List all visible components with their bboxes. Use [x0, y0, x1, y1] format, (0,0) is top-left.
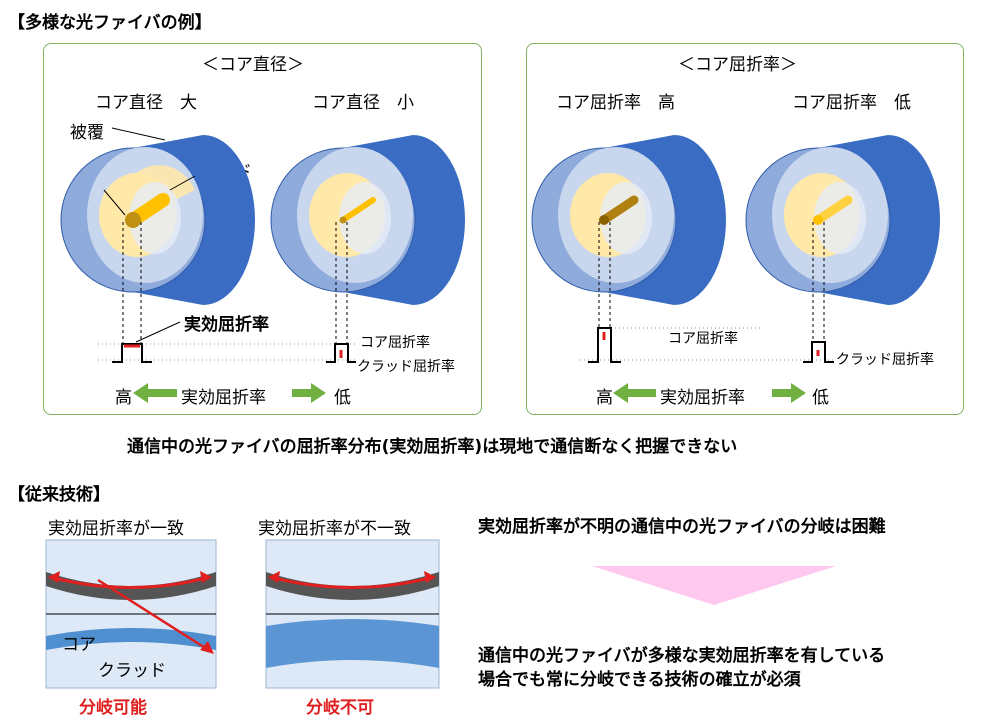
profile-small-core — [326, 343, 356, 363]
arrow-low-left — [292, 383, 326, 403]
requirement-line-1: 通信中の光ファイバが多様な実効屈折率を有している — [478, 646, 886, 666]
label-coating: 被覆 — [70, 123, 104, 143]
problem-statement: 通信中の光ファイバの屈折率分布(実効屈折率)は現地で通信断なく把握できない — [127, 437, 738, 457]
effective-index-leader — [135, 321, 181, 343]
possible-label: 分岐可能 — [79, 698, 147, 718]
scale-label-left: 実効屈折率 — [181, 388, 266, 408]
profile-large-core — [112, 343, 152, 363]
fiber-high-index — [531, 134, 727, 306]
match-title: 実効屈折率が一致 — [48, 519, 184, 539]
core-label-match: コア — [62, 635, 96, 655]
label-clad-index-right: クラッド屈折率 — [836, 352, 934, 368]
fiber-low-index — [745, 134, 941, 306]
coating-leader — [111, 127, 166, 141]
arrow-high-right — [613, 383, 656, 403]
conventional-heading: 【従来技術】 — [8, 485, 110, 505]
coupling-match-box — [45, 539, 217, 689]
panel-title-diameter: ＜コア直径＞ — [202, 55, 304, 75]
coupling-mismatch-box — [265, 539, 440, 689]
label-low-right: 低 — [812, 388, 829, 408]
core-leader — [103, 189, 126, 216]
examples-heading: 【多様な光ファイバの例】 — [8, 13, 212, 33]
label-core-index-right: コア屈折率 — [668, 331, 738, 347]
label-index-low: コア屈折率 低 — [792, 93, 911, 113]
mismatch-title: 実効屈折率が不一致 — [258, 519, 411, 539]
panel-title-index: ＜コア屈折率＞ — [678, 55, 797, 75]
label-effective-index: 実効屈折率 — [184, 315, 269, 335]
profile-low-index — [803, 341, 834, 363]
fiber-small-core — [270, 134, 466, 306]
label-diameter-large: コア直径 大 — [95, 93, 197, 113]
impossible-label: 分岐不可 — [306, 698, 374, 718]
core-face — [125, 212, 141, 228]
label-clad-index-left: クラッド屈折率 — [357, 359, 455, 375]
label-high-right: 高 — [596, 388, 613, 408]
cladding-leader — [169, 175, 196, 191]
arrow-high-left — [133, 383, 177, 403]
scale-label-right: 実効屈折率 — [660, 388, 745, 408]
label-core-index-left: コア屈折率 — [360, 335, 430, 351]
arrow-low-right — [772, 383, 806, 403]
profile-high-index — [588, 327, 621, 363]
cladding-label-match: クラッド — [98, 661, 166, 681]
label-high-left: 高 — [115, 388, 132, 408]
difficulty-statement: 実効屈折率が不明の通信中の光ファイバの分岐は困難 — [478, 517, 886, 537]
conclusion-arrow — [592, 566, 836, 605]
label-index-high: コア屈折率 高 — [556, 93, 675, 113]
requirement-line-2: 場合でも常に分岐できる技術の確立が必須 — [478, 670, 801, 690]
label-diameter-small: コア直径 小 — [312, 93, 414, 113]
label-low-left: 低 — [334, 388, 351, 408]
fiber-large-core — [60, 134, 256, 306]
